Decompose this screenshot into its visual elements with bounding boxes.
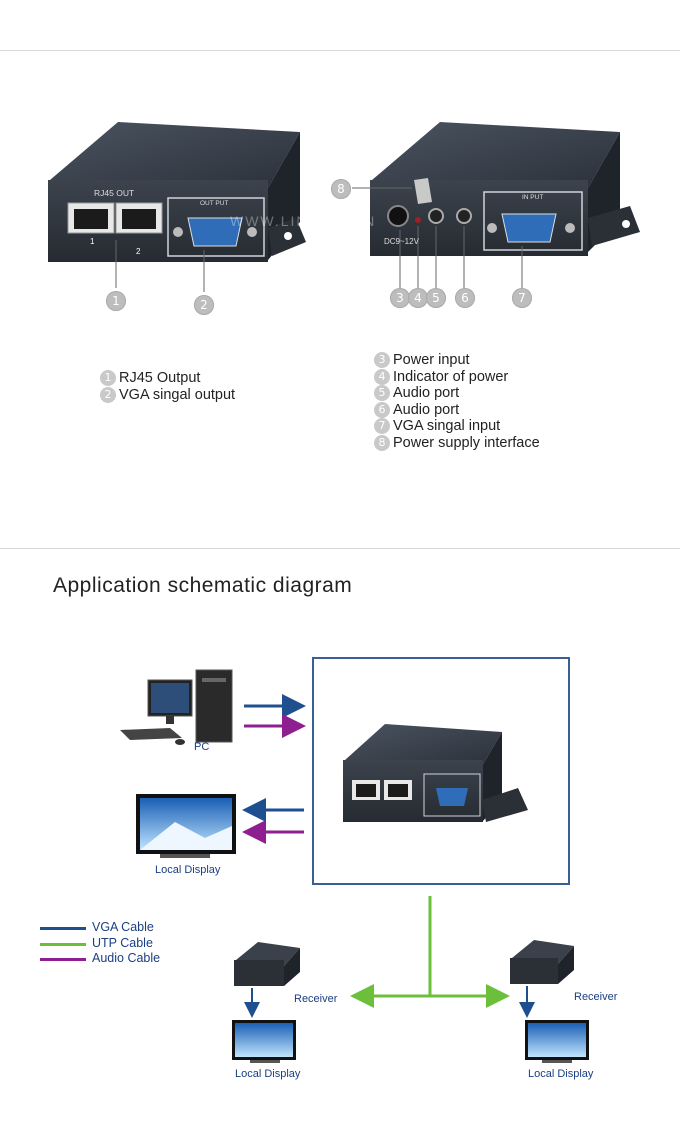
callout-4: 4	[408, 288, 428, 308]
callout-5: 5	[426, 288, 446, 308]
local-display-icon	[136, 794, 236, 858]
utp-cable-swatch	[40, 942, 86, 946]
callout-1: 1	[106, 291, 126, 311]
cable-legend: VGA Cable UTP Cable Audio Cable	[40, 920, 160, 967]
local-display-label: Local Display	[155, 864, 221, 876]
cable-legend-utp: UTP Cable	[40, 936, 160, 952]
callout-3: 3	[390, 288, 410, 308]
callout-8: 8	[331, 179, 351, 199]
callout-2: 2	[194, 295, 214, 315]
schematic-title: Application schematic diagram	[53, 574, 353, 597]
cable-legend-vga: VGA Cable	[40, 920, 160, 936]
vga-cable-swatch	[40, 927, 86, 930]
schematic-diagram	[120, 657, 589, 1063]
callout-6: 6	[455, 288, 475, 308]
receiver-right-label: Receiver	[574, 991, 618, 1003]
rj45-out-label: RJ45 OUT	[94, 188, 135, 198]
receiver-right-icon	[510, 940, 574, 984]
transmitter-image	[343, 724, 528, 822]
top-divider	[0, 50, 680, 51]
remote-display-right-label: Local Display	[528, 1068, 594, 1080]
remote-display-right-icon	[525, 1020, 589, 1063]
audio-cable-swatch	[40, 958, 86, 961]
pc-icon	[120, 669, 233, 745]
cable-legend-audio: Audio Cable	[40, 951, 160, 967]
callout-7: 7	[512, 288, 532, 308]
remote-display-left-icon	[232, 1020, 296, 1063]
power-rating-label: DC9~12V	[384, 237, 419, 246]
receiver-left-icon	[234, 942, 300, 986]
remote-display-left-label: Local Display	[235, 1068, 301, 1080]
output-panel-label: OUT PUT	[200, 200, 229, 207]
product-photos	[48, 122, 640, 292]
input-panel-label: IN PUT	[522, 194, 544, 201]
receiver-left-label: Receiver	[294, 993, 338, 1005]
pc-label: PC	[194, 741, 210, 753]
front-unit-image	[48, 122, 306, 292]
rear-unit-image	[352, 122, 640, 288]
port-1-label: 1	[90, 237, 95, 246]
port-2-label: 2	[136, 247, 141, 256]
watermark: WWW.LINK-MI.CN	[230, 213, 377, 229]
section-divider	[0, 548, 680, 549]
